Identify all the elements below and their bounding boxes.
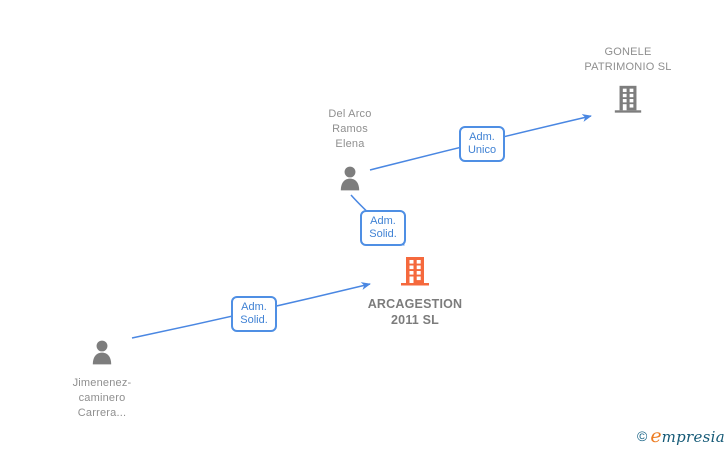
person-shape (92, 340, 112, 365)
person-icon[interactable] (88, 339, 116, 367)
person-name-line: Del Arco (328, 108, 372, 120)
company-name[interactable]: GONELE PATRIMONIO SL (555, 45, 701, 75)
person-name-line: Carrera... (77, 407, 127, 419)
company-name-line: 2011 SL (391, 313, 439, 327)
empresia-logo[interactable]: ©empresia (637, 425, 725, 447)
company-name[interactable]: ARCAGESTION 2011 SL (345, 296, 485, 328)
brand-text: mpresia (661, 428, 725, 446)
person-name[interactable]: Del Arco Ramos Elena (300, 107, 400, 152)
edge-label-adm-solid-middle: Adm. Solid. (360, 210, 406, 246)
copyright-icon: © (637, 428, 648, 444)
edge-label-line: Unico (467, 144, 497, 156)
building-windows (409, 260, 421, 283)
edge-label-line: Adm. (469, 131, 495, 143)
edge-label-line: Adm. (241, 301, 267, 313)
company-icon[interactable] (612, 83, 644, 115)
company-icon[interactable] (398, 254, 432, 288)
building-shape (614, 85, 642, 113)
brand-initial: e (650, 425, 662, 447)
node-jimenenez[interactable]: Jimenenez- caminero Carrera... (42, 339, 162, 421)
edge-label-line: Adm. (370, 215, 396, 227)
company-name-line: GONELE (604, 46, 652, 58)
person-icon[interactable] (336, 165, 364, 193)
edge-label-line: Solid. (240, 314, 268, 326)
company-name-line: PATRIMONIO SL (584, 61, 672, 73)
edge-label-adm-unico: Adm. Unico (459, 126, 505, 162)
person-name-line: caminero (78, 392, 126, 404)
person-name-line: Elena (335, 138, 365, 150)
node-gonele-patrimonio[interactable]: GONELE PATRIMONIO SL (555, 45, 701, 120)
person-shape (340, 166, 360, 191)
node-del-arco[interactable]: Del Arco Ramos Elena (300, 107, 400, 198)
person-name[interactable]: Jimenenez- caminero Carrera... (42, 376, 162, 421)
building-windows (622, 88, 634, 111)
building-shape (401, 257, 429, 286)
node-arcagestion[interactable]: ARCAGESTION 2011 SL (345, 254, 485, 328)
company-name-line: ARCAGESTION (367, 297, 463, 311)
edge-label-adm-solid-left: Adm. Solid. (231, 296, 277, 332)
person-name-line: Ramos (332, 123, 368, 135)
edge-label-line: Solid. (369, 228, 397, 240)
person-name-line: Jimenenez- (72, 377, 132, 389)
